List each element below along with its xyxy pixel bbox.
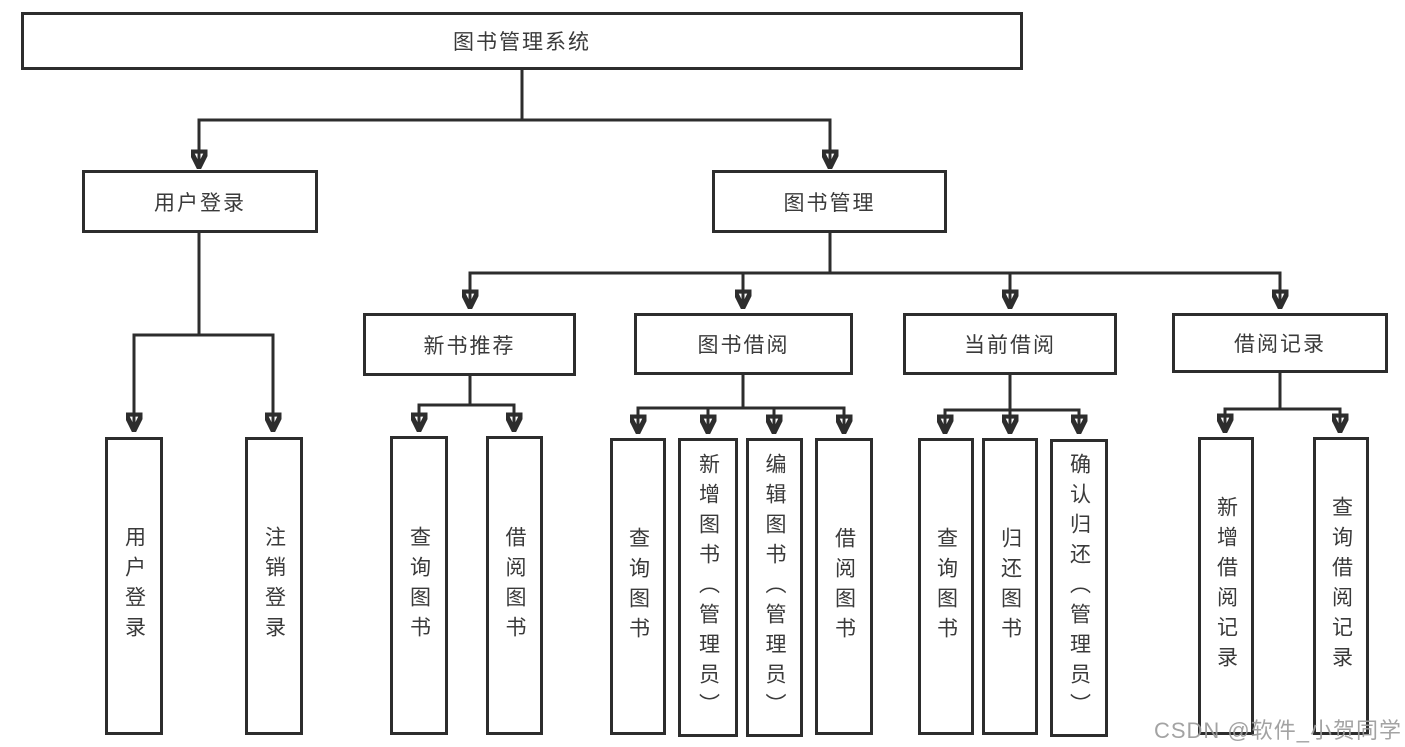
leaf-add-book-admin-label: 新增图书（管理员） (696, 452, 720, 723)
leaf-borrow-book-2: 借阅图书 (815, 438, 873, 735)
node-book-borrow-label: 图书借阅 (697, 334, 790, 357)
leaf-return-book-label: 归还图书 (998, 526, 1022, 647)
node-user-login-label: 用户登录 (154, 191, 246, 215)
node-user-login: 用户登录 (82, 170, 318, 233)
leaf-add-borrow-record-label: 新增借阅记录 (1214, 496, 1238, 676)
node-new-book-recommend-label: 新书推荐 (423, 334, 516, 358)
leaf-add-borrow-record: 新增借阅记录 (1198, 437, 1254, 735)
node-root-label: 图书管理系统 (453, 31, 591, 54)
leaf-confirm-return-admin-label: 确认归还（管理员） (1067, 453, 1091, 723)
leaf-query-borrow-record-label: 查询借阅记录 (1329, 496, 1353, 676)
leaf-user-login: 用户登录 (105, 437, 163, 735)
leaf-edit-book-admin: 编辑图书（管理员） (746, 438, 803, 737)
leaf-query-book-2: 查询图书 (610, 438, 666, 735)
leaf-query-book-3-label: 查询图书 (934, 526, 958, 647)
leaf-query-book-2-label: 查询图书 (626, 526, 650, 647)
node-root: 图书管理系统 (21, 12, 1023, 70)
leaf-query-book-3: 查询图书 (918, 438, 974, 735)
node-book-management-label: 图书管理 (783, 191, 876, 215)
leaf-borrow-book-2-label: 借阅图书 (832, 526, 856, 647)
leaf-edit-book-admin-label: 编辑图书（管理员） (763, 452, 786, 723)
node-borrow-records-label: 借阅记录 (1234, 333, 1326, 356)
leaf-return-book: 归还图书 (982, 438, 1038, 735)
csdn-watermark: CSDN @软件_小贺同学 (1153, 718, 1402, 743)
leaf-confirm-return-admin: 确认归还（管理员） (1050, 439, 1108, 737)
node-current-borrow: 当前借阅 (903, 313, 1117, 375)
leaf-user-login-label: 用户登录 (122, 526, 146, 646)
leaf-borrow-book-1-label: 借阅图书 (503, 525, 526, 646)
leaf-query-borrow-record: 查询借阅记录 (1313, 437, 1369, 735)
leaf-borrow-book-1: 借阅图书 (486, 436, 543, 735)
node-book-borrow: 图书借阅 (634, 313, 853, 375)
leaf-logout-label: 注销登录 (262, 526, 286, 646)
leaf-query-book-1-label: 查询图书 (407, 525, 431, 646)
leaf-add-book-admin: 新增图书（管理员） (678, 438, 738, 737)
leaf-logout: 注销登录 (245, 437, 303, 735)
node-borrow-records: 借阅记录 (1172, 313, 1388, 373)
node-new-book-recommend: 新书推荐 (363, 313, 576, 376)
leaf-query-book-1: 查询图书 (390, 436, 448, 735)
node-current-borrow-label: 当前借阅 (964, 334, 1056, 357)
node-book-management: 图书管理 (712, 170, 947, 233)
